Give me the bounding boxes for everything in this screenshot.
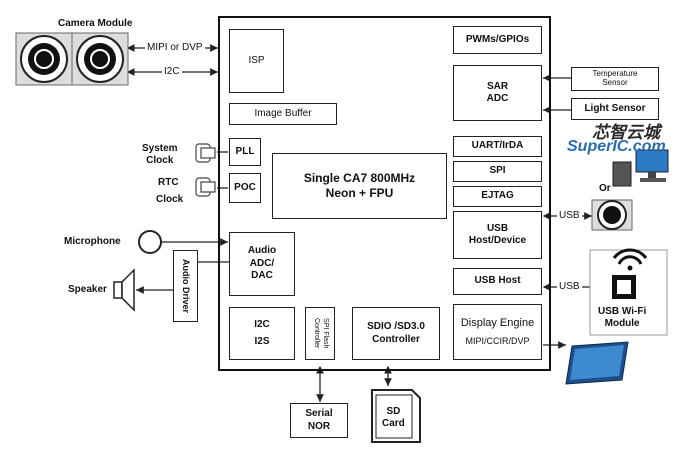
mipi-dvp-label: MIPI or DVP [145,42,205,53]
serial-nor-block: Serial NOR [290,403,348,438]
watermark-cn: 芯智云城 [592,123,660,142]
uart-irda-block: UART/IrDA [453,136,542,157]
display-panel-icon [565,341,629,385]
serial-l1: Serial [305,408,333,419]
usb-dev-line1: USB [486,222,509,234]
camera-i2c-label: I2C [162,66,182,77]
sdio-line2: Controller [372,333,420,345]
i2s-label: I2S [254,335,270,347]
wifi-l2: Module [604,318,640,329]
crystal-icons [195,143,216,197]
rtc-clock-label: Clock [156,194,184,205]
image-buffer-block: Image Buffer [229,103,337,125]
light-sensor-block: Light Sensor [571,98,659,120]
usb-host-block: USB Host [453,268,542,295]
spi-flash-controller-block: SPI Flash Controller [305,307,335,360]
system-clock-l1: System [142,143,178,154]
temp-l2: Sensor [602,78,628,87]
spi-flash-label: SPI Flash Controller [313,318,329,349]
sdio-line1: SDIO /SD3.0 [367,321,425,332]
i2c-i2s-block: I2C I2S [229,307,295,360]
spi-block: SPI [453,161,542,182]
isp-block: ISP [229,29,284,93]
sar-line1: SAR [486,80,509,92]
temp-l1: Temperature [592,69,638,79]
speaker-icon [113,268,135,312]
cpu-line2: Neon + FPU [325,186,394,200]
usb-dev-line2: Host/Device [468,235,527,246]
usb-host-device-block: USB Host/Device [453,211,542,259]
usb-link-1: USB [557,210,582,221]
microphone-label: Microphone [64,236,121,247]
poc-block: POC [229,173,261,203]
sd-card-label: SD Card [382,406,405,430]
ejtag-block: EJTAG [453,186,542,207]
audio-driver-block: Audio Driver [173,250,198,322]
display-engine-block: Display Engine MIPI/CCIR/DVP [453,304,542,360]
audio-driver-label: Audio Driver [181,258,192,313]
pc-icon [612,149,669,187]
rtc-label: RTC [158,177,179,188]
sdio-controller-block: SDIO /SD3.0 Controller [352,307,440,360]
speaker-label: Speaker [68,284,107,295]
audio-codec-block: Audio ADC/ DAC [229,232,295,296]
serial-l2: NOR [307,420,331,432]
sd-l2: Card [382,418,405,429]
camera-module-title: Camera Module [58,18,133,29]
sar-line2: ADC [486,93,509,104]
pwm-gpio-block: PWMs/GPIOs [453,26,542,54]
camera-lens-icons [15,32,129,86]
microphone-icon [138,230,162,254]
pll-block: PLL [229,138,261,166]
usb-link-2: USB [557,281,582,292]
or-label: Or [599,183,611,194]
cpu-block: Single CA7 800MHz Neon + FPU [272,153,447,219]
wifi-module-graphic [589,248,668,336]
system-clock-label: System Clock [142,143,178,167]
system-clock-l2: Clock [146,155,174,166]
sd-l1: SD [386,406,401,417]
wifi-module-label: USB Wi-Fi Module [598,306,646,330]
temperature-sensor-block: Temperature Sensor [571,67,659,91]
i2c-label: I2C [254,319,270,330]
sd-card-icon [371,389,421,443]
soc-frame [218,16,551,371]
wifi-l1: USB Wi-Fi [598,306,647,317]
display-line1: Display Engine [460,316,535,329]
cpu-line1: Single CA7 800MHz [303,171,416,185]
watermark-en: SuperIC.com [567,138,666,155]
sar-adc-block: SAR ADC [453,65,542,121]
display-line2: MIPI/CCIR/DVP [465,336,530,347]
usb-camera-icon [591,199,633,231]
